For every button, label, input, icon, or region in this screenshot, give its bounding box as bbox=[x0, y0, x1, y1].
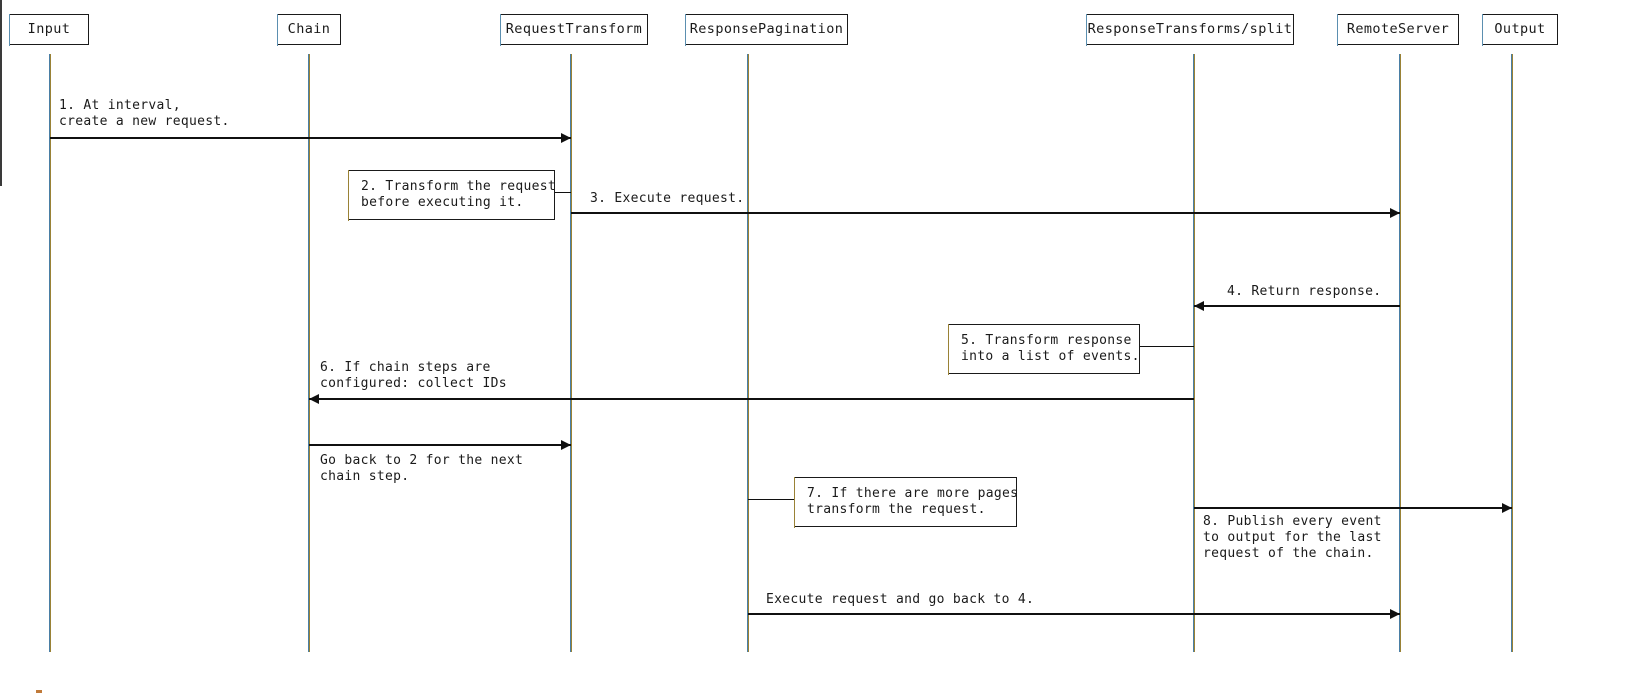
arrowhead-left-m4 bbox=[1194, 300, 1204, 311]
lifeline-remote-server bbox=[1399, 54, 1401, 652]
arrowhead-right-m8 bbox=[1502, 502, 1512, 513]
note-connector-n2 bbox=[555, 191, 571, 193]
participant-label: ResponseTransforms/split bbox=[1087, 21, 1293, 37]
arrowhead-right-m6b bbox=[561, 439, 571, 450]
lifeline-response-transforms bbox=[1193, 54, 1195, 652]
message-label-m4: 4. Return response. bbox=[1227, 284, 1382, 299]
note-connector-n7 bbox=[748, 498, 794, 500]
message-line-m4 bbox=[1194, 305, 1400, 307]
message-line-m6 bbox=[309, 398, 1194, 400]
lifeline-input bbox=[49, 54, 51, 652]
participant-label: Output bbox=[1494, 21, 1546, 37]
participant-box-output[interactable]: Output bbox=[1481, 13, 1558, 46]
note-connector-n5 bbox=[1140, 345, 1194, 347]
lifeline-request-transform bbox=[570, 54, 572, 652]
left-edge-artifact-top bbox=[0, 0, 2, 186]
participant-label: ResponsePagination bbox=[689, 21, 844, 37]
participant-label: Chain bbox=[287, 21, 331, 37]
arrowhead-right-m9 bbox=[1390, 608, 1400, 619]
message-label-m1: 1. At interval, create a new request. bbox=[59, 98, 230, 129]
lifeline-chain bbox=[308, 54, 310, 652]
participant-box-remote-server[interactable]: RemoteServer bbox=[1336, 13, 1459, 46]
left-edge-artifact-bottom bbox=[36, 690, 42, 693]
participant-box-request-transform[interactable]: RequestTransform bbox=[499, 13, 648, 46]
lifeline-output bbox=[1511, 54, 1513, 652]
message-line-m1 bbox=[50, 137, 571, 139]
message-line-m3 bbox=[571, 212, 1400, 214]
message-label-m6: 6. If chain steps are configured: collec… bbox=[320, 360, 507, 391]
participant-label: Input bbox=[27, 21, 71, 37]
note-n7: 7. If there are more pages transform the… bbox=[793, 476, 1018, 528]
arrowhead-right-m1 bbox=[561, 132, 571, 143]
participant-box-input[interactable]: Input bbox=[8, 13, 89, 46]
participant-label: RequestTransform bbox=[505, 21, 643, 37]
message-label-m9: Execute request and go back to 4. bbox=[766, 592, 1035, 607]
arrowhead-right-m3 bbox=[1390, 207, 1400, 218]
note-n2: 2. Transform the request before executin… bbox=[347, 169, 556, 221]
message-label-m3: 3. Execute request. bbox=[590, 191, 745, 206]
participant-box-response-pagination[interactable]: ResponsePagination bbox=[684, 13, 848, 46]
participant-box-chain[interactable]: Chain bbox=[276, 13, 341, 46]
note-n5: 5. Transform response into a list of eve… bbox=[947, 323, 1140, 375]
message-line-m8 bbox=[1194, 507, 1512, 509]
arrowhead-left-m6 bbox=[309, 393, 319, 404]
message-line-m9 bbox=[748, 613, 1400, 615]
message-line-m6b bbox=[309, 444, 571, 446]
participant-box-response-transforms[interactable]: ResponseTransforms/split bbox=[1085, 13, 1294, 46]
lifeline-response-pagination bbox=[747, 54, 749, 652]
message-label-m6b: Go back to 2 for the next chain step. bbox=[320, 453, 524, 484]
participant-label: RemoteServer bbox=[1346, 21, 1450, 37]
message-label-m8: 8. Publish every event to output for the… bbox=[1203, 514, 1382, 561]
